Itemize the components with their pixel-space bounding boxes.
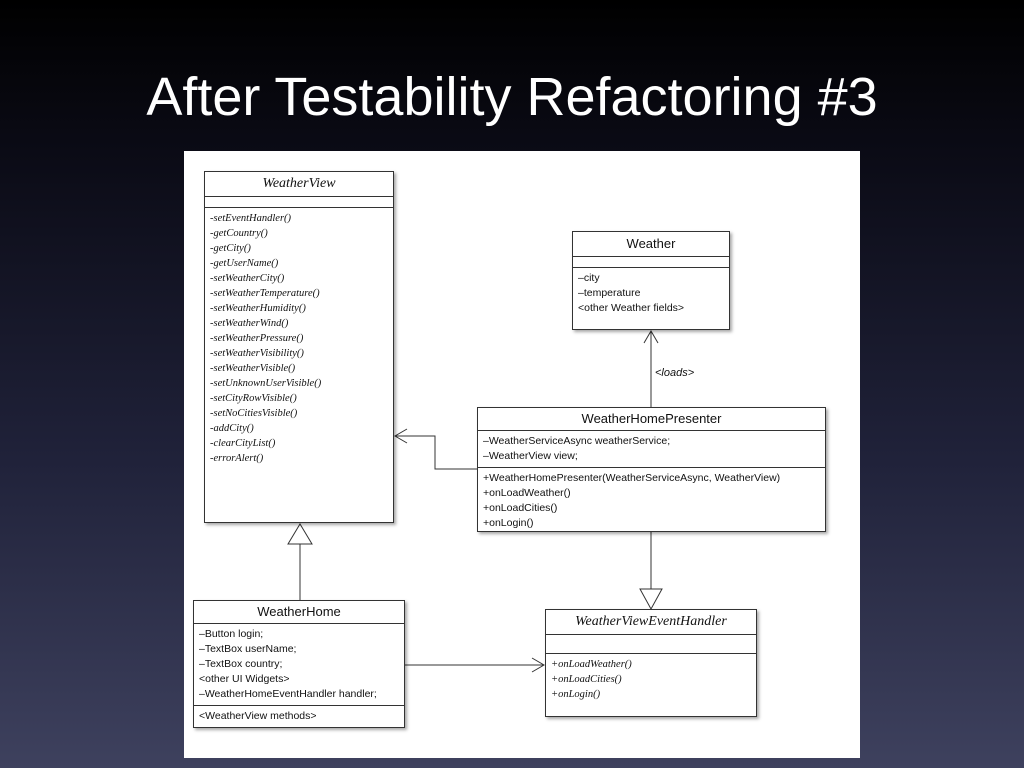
operation: -setNoCitiesVisible() xyxy=(210,408,298,419)
attributes-compartment: –city –temperature <other Weather fields… xyxy=(573,268,729,319)
operation: +WeatherHomePresenter(WeatherServiceAsyn… xyxy=(483,472,781,484)
operation: -setCityRowVisible() xyxy=(210,393,297,404)
operation: -getUserName() xyxy=(210,258,279,269)
attribute: –TextBox country; xyxy=(199,658,283,670)
operation: -getCity() xyxy=(210,243,251,254)
operation: +onLoadCities() xyxy=(483,502,558,514)
generalization-arrowhead-handler xyxy=(639,588,663,611)
class-name: WeatherHomePresenter xyxy=(478,408,825,431)
empty-compartment xyxy=(573,257,729,268)
attribute: –WeatherHomeEventHandler handler; xyxy=(199,688,377,700)
class-name: WeatherViewEventHandler xyxy=(546,610,756,635)
operation: +onLoadWeather() xyxy=(551,659,632,670)
dependency-arrowhead-view xyxy=(394,428,408,444)
class-weather-home-presenter: WeatherHomePresenter –WeatherServiceAsyn… xyxy=(477,407,826,532)
diagram-connectors xyxy=(287,330,663,673)
operations-compartment: +WeatherHomePresenter(WeatherServiceAsyn… xyxy=(478,468,825,534)
operation: -getCountry() xyxy=(210,228,268,239)
operation: +onLogin() xyxy=(551,689,601,700)
uml-class-diagram: <loads> WeatherView -setEventHandler() -… xyxy=(184,151,860,758)
class-weather: Weather –city –temperature <other Weathe… xyxy=(572,231,730,330)
operations-compartment: <WeatherView methods> xyxy=(194,706,404,727)
operation: +onLoadCities() xyxy=(551,674,622,685)
operation: -setWeatherWind() xyxy=(210,318,289,329)
attribute: –Button login; xyxy=(199,628,264,640)
attributes-compartment xyxy=(205,197,393,208)
class-weather-view-event-handler: WeatherViewEventHandler +onLoadWeather()… xyxy=(545,609,757,717)
slide-title: After Testability Refactoring #3 xyxy=(146,67,878,127)
attribute: –TextBox userName; xyxy=(199,643,297,655)
dependency-arrowhead-weather xyxy=(643,330,659,344)
operation: -addCity() xyxy=(210,423,254,434)
operation: -errorAlert() xyxy=(210,453,264,464)
operation: -setWeatherHumidity() xyxy=(210,303,306,314)
dependency-arrowhead-handler xyxy=(531,657,545,673)
class-name: WeatherView xyxy=(205,172,393,197)
class-name: Weather xyxy=(573,232,729,257)
operations-compartment: -setEventHandler() -getCountry() -getCit… xyxy=(205,208,393,469)
attribute: –WeatherView view; xyxy=(483,450,578,462)
operation: -setWeatherVisibility() xyxy=(210,348,304,359)
operation: -setUnknownUserVisible() xyxy=(210,378,322,389)
attribute: –temperature xyxy=(578,287,641,299)
operation: -setWeatherVisible() xyxy=(210,363,296,374)
operation: -setWeatherPressure() xyxy=(210,333,304,344)
generalization-arrowhead-view xyxy=(287,523,313,545)
attribute: –city xyxy=(578,272,600,284)
attributes-compartment: –WeatherServiceAsync weatherService; –We… xyxy=(478,431,825,468)
attributes-compartment xyxy=(546,635,756,654)
operation: -setWeatherTemperature() xyxy=(210,288,320,299)
operation: -setEventHandler() xyxy=(210,213,292,224)
operation: <WeatherView methods> xyxy=(199,710,317,722)
operation: -setWeatherCity() xyxy=(210,273,285,284)
class-weather-view: WeatherView -setEventHandler() -getCount… xyxy=(204,171,394,523)
attribute: –WeatherServiceAsync weatherService; xyxy=(483,435,671,447)
operation: +onLogin() xyxy=(483,517,534,529)
class-name: WeatherHome xyxy=(194,601,404,624)
operations-compartment: +onLoadWeather() +onLoadCities() +onLogi… xyxy=(546,654,756,705)
class-weather-home: WeatherHome –Button login; –TextBox user… xyxy=(193,600,405,728)
attribute: <other Weather fields> xyxy=(578,302,685,314)
dependency-line-presenter-view xyxy=(395,435,477,470)
operation: -clearCityList() xyxy=(210,438,276,449)
operation: +onLoadWeather() xyxy=(483,487,571,499)
loads-label: <loads> xyxy=(655,367,695,379)
attribute: <other UI Widgets> xyxy=(199,673,290,685)
attributes-compartment: –Button login; –TextBox userName; –TextB… xyxy=(194,624,404,706)
